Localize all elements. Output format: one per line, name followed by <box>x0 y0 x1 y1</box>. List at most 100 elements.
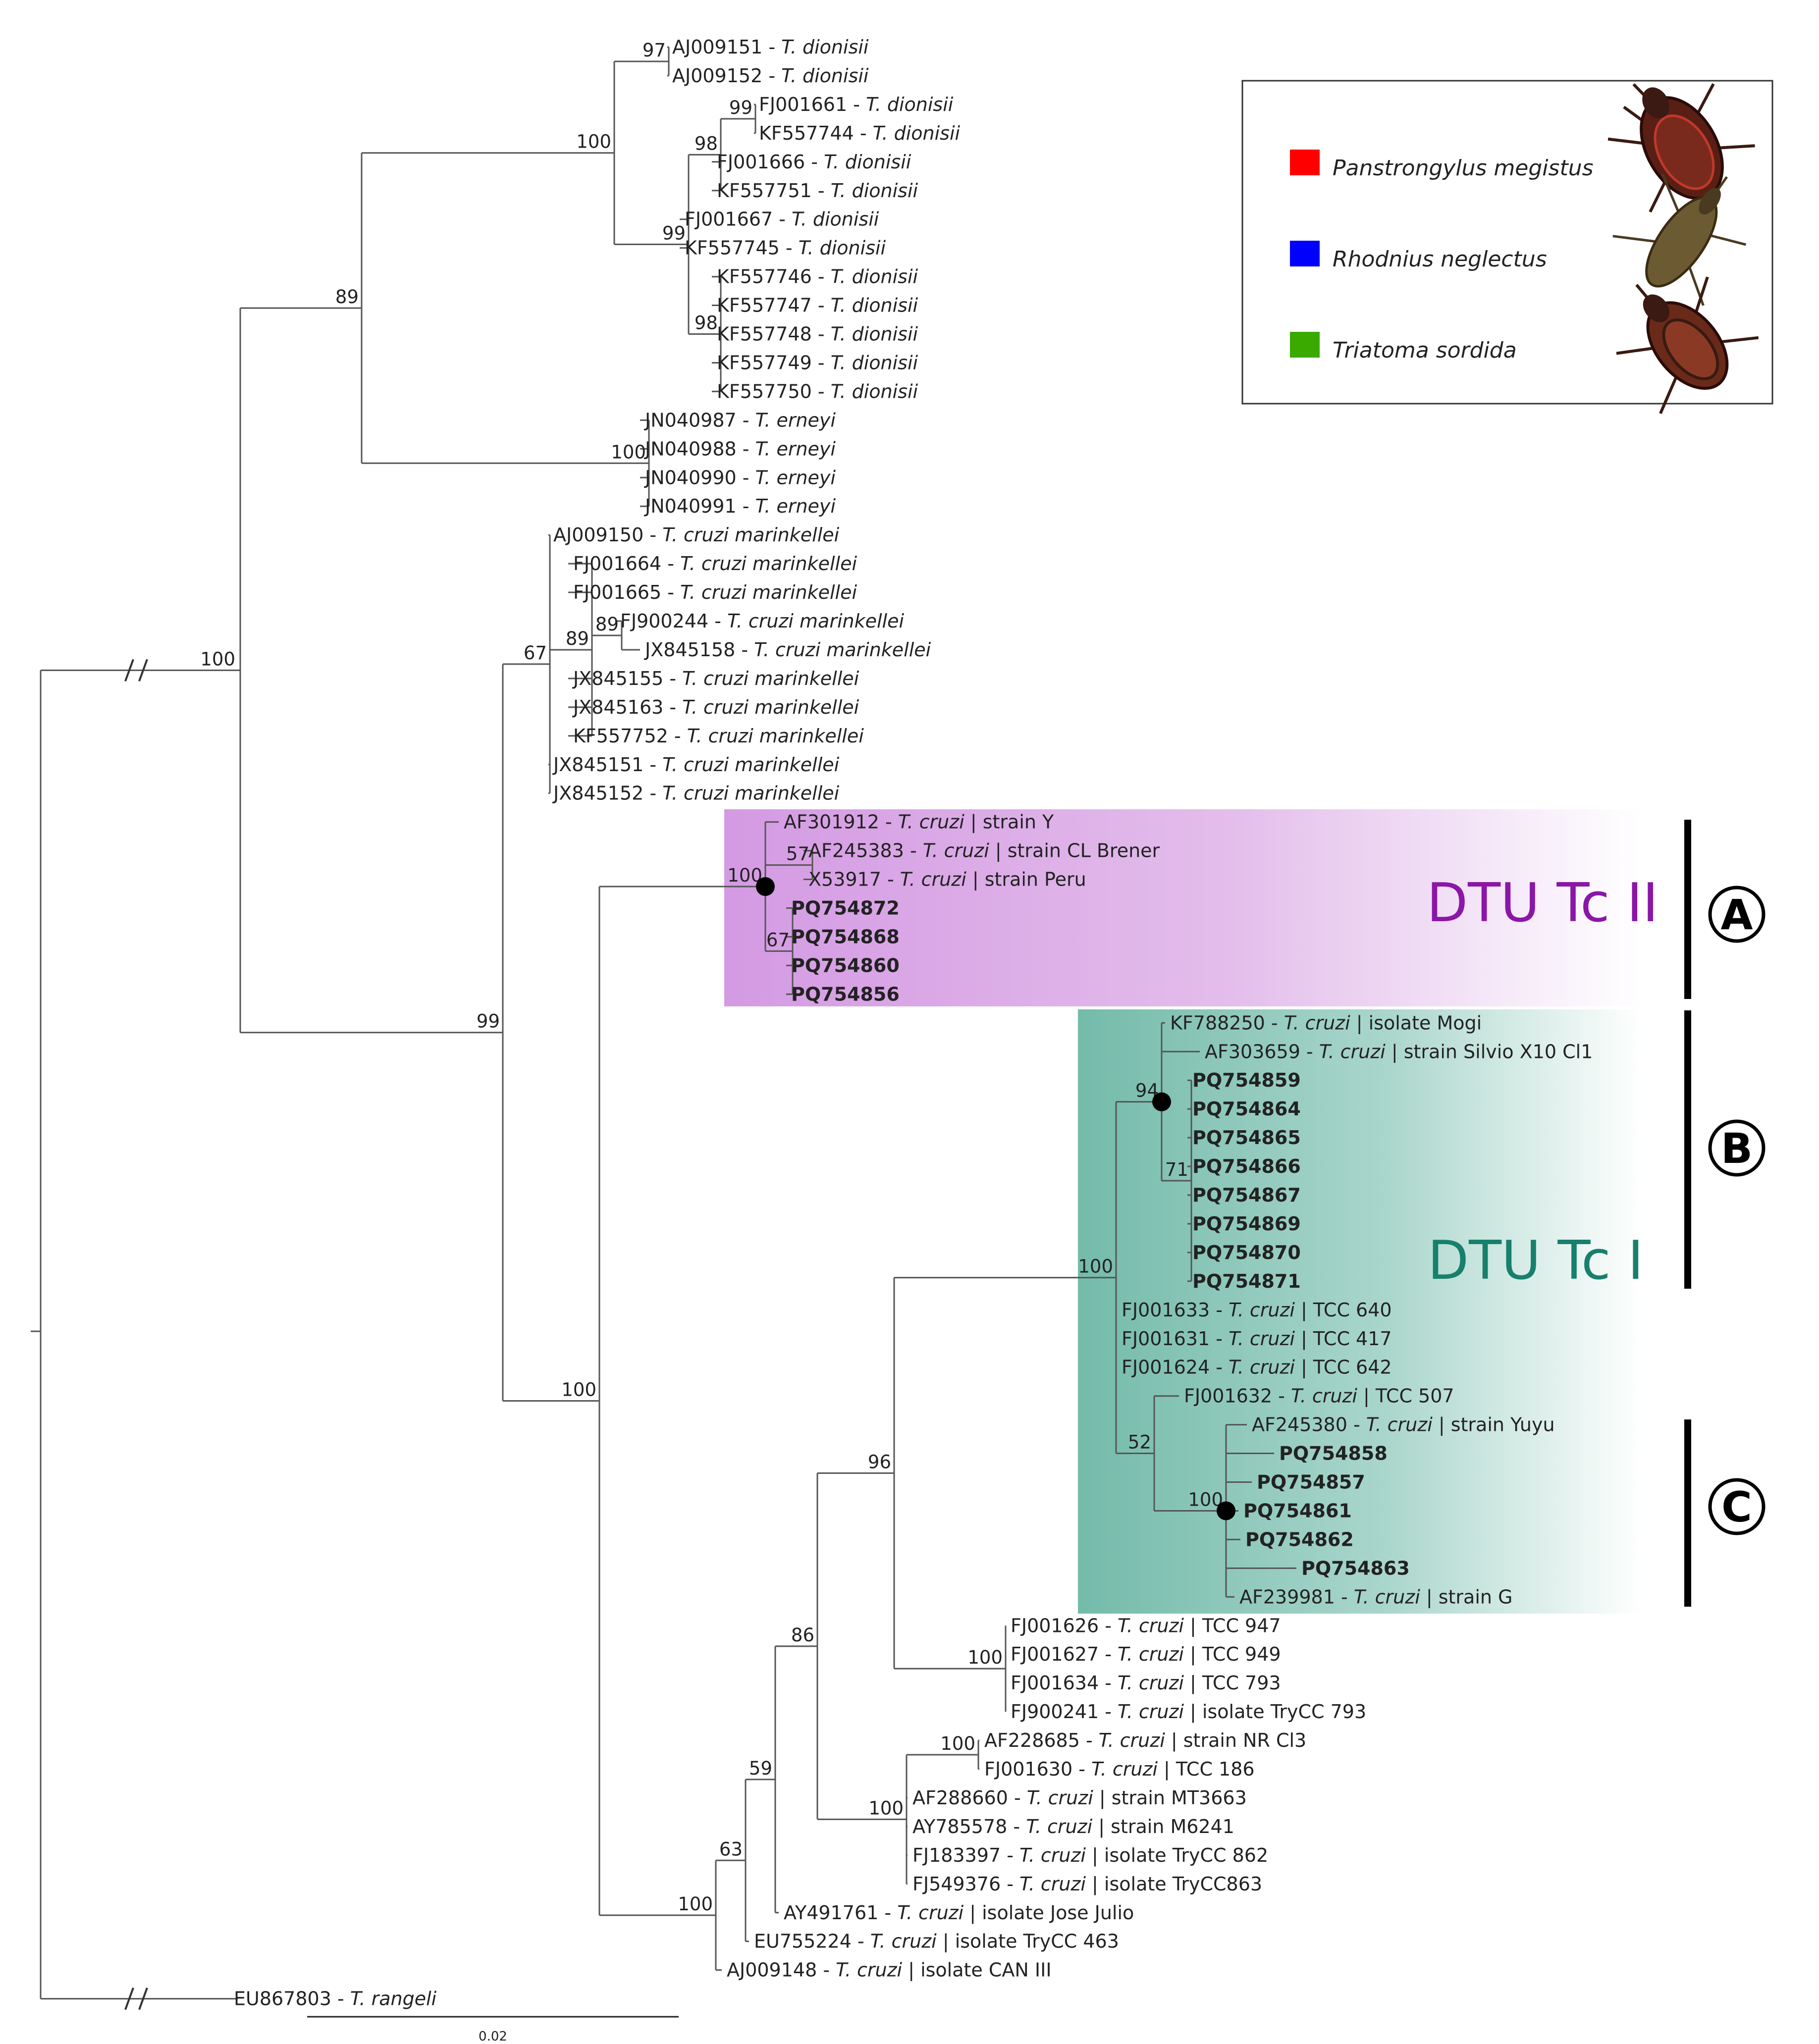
rhodnius-bug-icon <box>1612 173 1747 306</box>
reference-sequence-label: FJ001634 - T. cruzi | TCC 793 <box>1011 1672 1281 1694</box>
sample-sequence-label: PQ754861 <box>1243 1500 1352 1521</box>
clade-a-circle <box>1708 886 1766 943</box>
reference-sequence-label: FJ001665 - T. cruzi marinkellei <box>573 581 857 603</box>
sample-sequence-label: PQ754863 <box>1301 1557 1410 1579</box>
bootstrap-value: 67 <box>524 642 547 664</box>
clade-c-circle <box>1708 1478 1766 1535</box>
legend: Panstrongylus megistus Rhodnius neglectu… <box>1241 80 1773 415</box>
bootstrap-value: 63 <box>719 1838 743 1860</box>
reference-sequence-label: JX845151 - T. cruzi marinkellei <box>552 754 840 776</box>
branch-break-mark <box>124 659 148 682</box>
reference-sequence-label: FJ001633 - T. cruzi | TCC 640 <box>1122 1299 1392 1321</box>
bootstrap-value: 99 <box>729 97 752 118</box>
bootstrap-value: 59 <box>749 1758 772 1779</box>
bootstrap-value: 71 <box>1165 1159 1188 1180</box>
sample-sequence-label: PQ754867 <box>1192 1184 1301 1206</box>
reference-sequence-label: AF245383 - T. cruzi | strain CL Brener <box>808 840 1160 862</box>
reference-sequence-label: FJ001667 - T. dionisii <box>685 209 879 230</box>
reference-sequence-label: AF239981 - T. cruzi | strain G <box>1239 1586 1513 1608</box>
reference-sequence-label: KF557745 - T. dionisii <box>685 237 886 259</box>
reference-sequence-label: FJ183397 - T. cruzi | isolate TryCC 862 <box>912 1844 1268 1867</box>
reference-sequence-label: KF557751 - T. dionisii <box>717 180 918 202</box>
reference-sequence-label: AY785578 - T. cruzi | strain M6241 <box>912 1816 1234 1838</box>
reference-sequence-label: FJ900241 - T. cruzi | isolate TryCC 793 <box>1011 1701 1366 1723</box>
bootstrap-value: 57 <box>786 843 809 865</box>
reference-sequence-label: FJ549376 - T. cruzi | isolate TryCC863 <box>912 1873 1262 1895</box>
reference-sequence-label: JX845155 - T. cruzi marinkellei <box>572 668 859 689</box>
sample-sequence-label: PQ754871 <box>1192 1270 1301 1292</box>
reference-sequence-label: X53917 - T. cruzi | strain Peru <box>808 869 1086 891</box>
branch-break-mark <box>124 1987 148 2010</box>
dtu-tc2-label: DTU Tc II <box>1427 872 1658 934</box>
reference-sequence-label: KF788250 - T. cruzi | isolate Mogi <box>1170 1012 1482 1034</box>
bootstrap-value: 100 <box>868 1797 904 1819</box>
reference-sequence-label: JX845158 - T. cruzi marinkellei <box>644 639 931 661</box>
bootstrap-value: 67 <box>766 929 790 950</box>
bootstrap-value: 100 <box>678 1893 713 1915</box>
dtu-tc1-label: DTU Tc I <box>1428 1230 1644 1292</box>
node-marker <box>756 877 775 896</box>
clade-a-bar <box>1684 820 1691 999</box>
bootstrap-value: 100 <box>940 1733 975 1754</box>
tree-labels: 9799989899100100898989676757100719410052… <box>200 36 1593 2010</box>
bootstrap-value: 99 <box>662 222 686 244</box>
reference-sequence-label: AJ009152 - T. dionisii <box>672 65 869 87</box>
reference-sequence-label: JN040987 - T. erneyi <box>644 409 836 431</box>
sample-sequence-label: PQ754857 <box>1257 1471 1365 1493</box>
sample-sequence-label: PQ754860 <box>791 954 900 976</box>
clade-tc2-highlight <box>724 809 1641 1006</box>
sample-sequence-label: PQ754858 <box>1279 1443 1388 1465</box>
reference-sequence-label: AJ009151 - T. dionisii <box>672 36 869 58</box>
reference-sequence-label: AF245380 - T. cruzi | strain Yuyu <box>1252 1414 1555 1436</box>
bootstrap-value: 100 <box>1078 1256 1113 1277</box>
reference-sequence-label: EU755224 - T. cruzi | isolate TryCC 463 <box>754 1931 1119 1953</box>
clade-a-letter: A <box>1720 891 1753 939</box>
bootstrap-value: 100 <box>727 865 762 886</box>
sample-sequence-label: PQ754866 <box>1192 1155 1301 1177</box>
bootstrap-value: 100 <box>576 131 611 153</box>
reference-sequence-label: KF557747 - T. dionisii <box>717 295 918 316</box>
bootstrap-value: 89 <box>595 614 619 635</box>
bootstrap-value: 100 <box>611 441 646 463</box>
reference-sequence-label: FJ001630 - T. cruzi | TCC 186 <box>984 1758 1255 1781</box>
bootstrap-value: 89 <box>335 286 359 308</box>
reference-sequence-label: AF303659 - T. cruzi | strain Silvio X10 … <box>1205 1041 1593 1063</box>
reference-sequence-label: KF557744 - T. dionisii <box>759 122 961 144</box>
clade-b-circle <box>1708 1119 1766 1177</box>
clade-c-letter: C <box>1721 1483 1752 1531</box>
legend-swatch-green <box>1290 332 1320 358</box>
tree-branches <box>31 46 1296 2010</box>
reference-sequence-label: KF557748 - T. dionisii <box>717 323 918 345</box>
reference-sequence-label: FJ900244 - T. cruzi marinkellei <box>620 610 904 632</box>
bootstrap-value: 98 <box>695 313 718 334</box>
reference-sequence-label: AF288660 - T. cruzi | strain MT3663 <box>912 1787 1247 1809</box>
bootstrap-value: 99 <box>477 1011 500 1032</box>
reference-sequence-label: KF557749 - T. dionisii <box>717 352 918 373</box>
reference-sequence-label: FJ001666 - T. dionisii <box>717 151 911 173</box>
sample-sequence-label: PQ754862 <box>1245 1528 1354 1550</box>
reference-sequence-label: JN040990 - T. erneyi <box>644 467 836 488</box>
reference-sequence-label: JX845163 - T. cruzi marinkellei <box>572 696 859 718</box>
legend-swatch-red <box>1290 150 1320 175</box>
bootstrap-value: 86 <box>791 1625 814 1646</box>
legend-label-rhodnius: Rhodnius neglectus <box>1333 247 1547 272</box>
reference-sequence-label: KF557746 - T. dionisii <box>717 266 918 288</box>
sample-sequence-label: PQ754865 <box>1192 1127 1301 1149</box>
bootstrap-value: 100 <box>1188 1489 1223 1510</box>
bootstrap-value: 98 <box>695 133 718 154</box>
reference-sequence-label: FJ001626 - T. cruzi | TCC 947 <box>1011 1615 1281 1637</box>
bootstrap-value: 100 <box>967 1647 1003 1668</box>
bootstrap-value: 96 <box>868 1451 891 1472</box>
sample-sequence-label: PQ754872 <box>791 897 900 919</box>
reference-sequence-label: KF557750 - T. dionisii <box>717 380 918 402</box>
legend-label-triatoma: Triatoma sordida <box>1333 338 1517 363</box>
bootstrap-value: 100 <box>561 1379 596 1400</box>
panstrongylus-bug-icon <box>1607 83 1755 213</box>
clade-tc1-highlight <box>1078 1009 1643 1614</box>
triatoma-bug-icon <box>1616 276 1759 415</box>
reference-sequence-label: AF301912 - T. cruzi | strain Y <box>784 811 1054 834</box>
reference-sequence-label: FJ001624 - T. cruzi | TCC 642 <box>1122 1357 1392 1379</box>
reference-sequence-label: FJ001664 - T. cruzi marinkellei <box>573 553 857 575</box>
bootstrap-value: 89 <box>566 628 589 649</box>
